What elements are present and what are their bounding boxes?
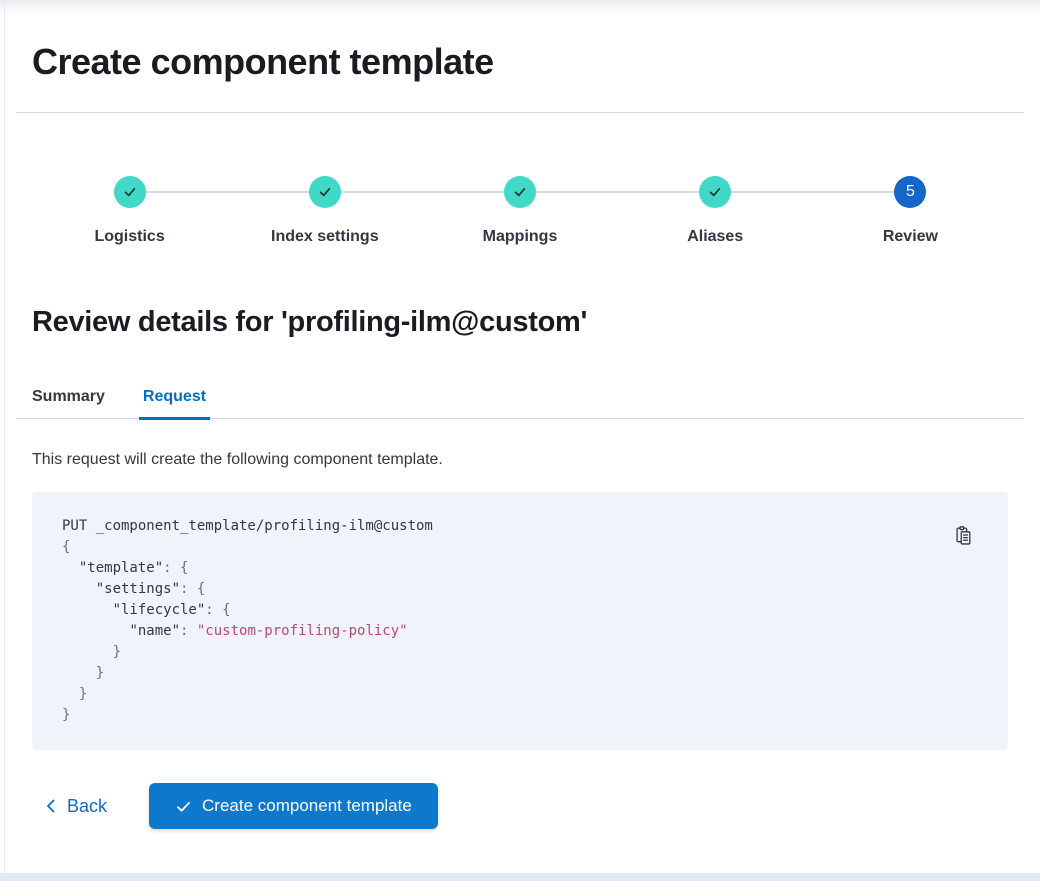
- step-complete-check-icon: [504, 176, 536, 208]
- tab-summary[interactable]: Summary: [28, 385, 109, 419]
- tabs-divider: [16, 418, 1024, 419]
- copy-clipboard-icon: [954, 525, 973, 545]
- create-component-template-button[interactable]: Create component template: [149, 783, 438, 829]
- step-complete-check-icon: [308, 176, 341, 208]
- step-complete-check-icon: [113, 176, 146, 208]
- step-current-number: 5: [894, 176, 927, 208]
- step-complete-check-icon: [699, 176, 732, 208]
- create-component-template-page: Create component template Logistics Index…: [16, 41, 1024, 829]
- review-heading: Review details for 'profiling-ilm@custom…: [32, 306, 588, 338]
- check-icon: [175, 798, 192, 815]
- back-button[interactable]: Back: [44, 794, 107, 818]
- step-label: Logistics: [94, 228, 165, 245]
- review-tabs-wrap: Summary Request: [16, 385, 1024, 420]
- chevron-left-icon: [44, 798, 57, 814]
- page-bottom-strip: [0, 873, 1040, 881]
- create-component-template-label: Create component template: [202, 796, 412, 815]
- title-divider: [16, 112, 1024, 113]
- step-label: Index settings: [271, 228, 379, 245]
- request-description: This request will create the following c…: [32, 451, 443, 468]
- step-index-settings[interactable]: Index settings: [227, 176, 423, 248]
- tab-request[interactable]: Request: [138, 385, 211, 420]
- request-code: PUT _component_template/profiling-ilm@cu…: [62, 518, 433, 723]
- copy-to-clipboard-button[interactable]: [952, 524, 974, 546]
- step-aliases[interactable]: Aliases: [617, 176, 814, 248]
- step-label: Mappings: [482, 228, 558, 245]
- step-mappings[interactable]: Mappings: [422, 176, 618, 248]
- back-button-label: Back: [67, 796, 108, 816]
- step-logistics[interactable]: Logistics: [32, 176, 228, 248]
- step-label: Aliases: [687, 228, 744, 245]
- page-title: Create component template: [32, 41, 494, 82]
- request-code-block: PUT _component_template/profiling-ilm@cu…: [32, 492, 1008, 750]
- wizard-footer: Back Create component template: [32, 783, 1008, 829]
- review-tabs: Summary Request: [28, 385, 1008, 420]
- step-label: Review: [882, 228, 938, 245]
